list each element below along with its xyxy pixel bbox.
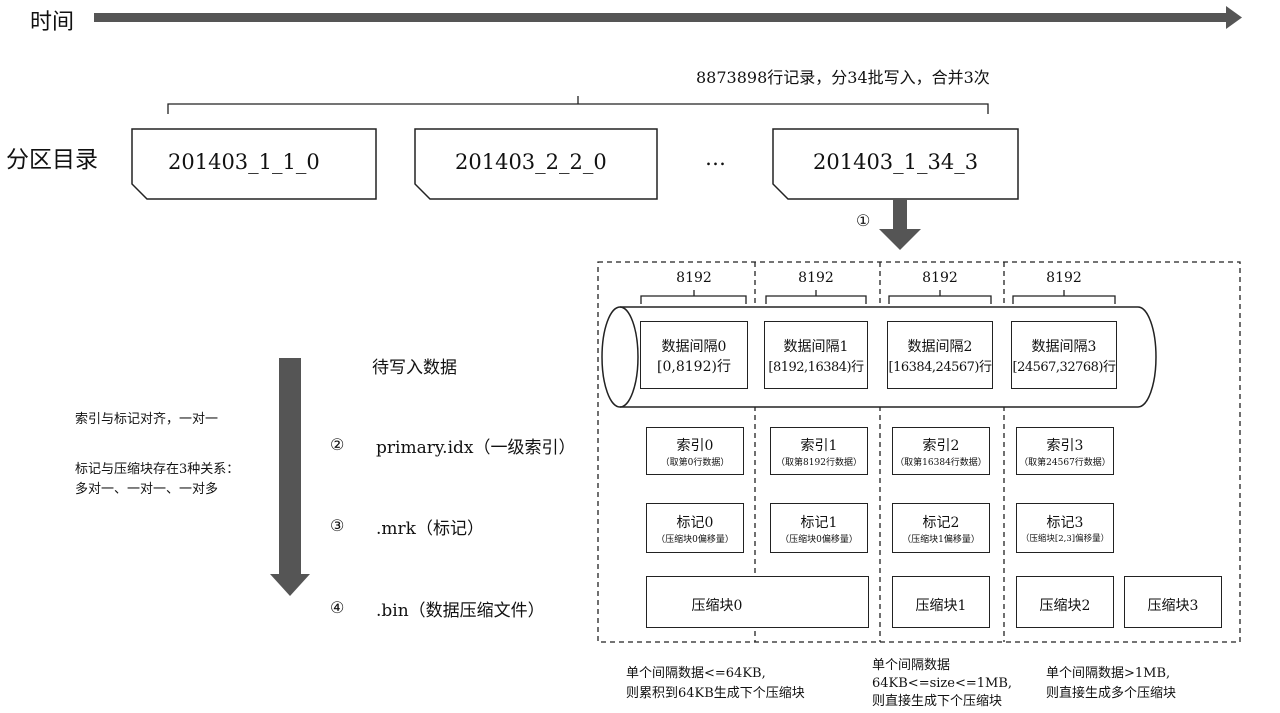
compressed-block-1: 压缩块1 <box>892 576 990 628</box>
down-arrow-step1 <box>879 199 921 250</box>
step-1-marker: ① <box>856 211 871 230</box>
partition-label: 分区目录 <box>6 147 98 173</box>
granule-size-1: 8192 <box>798 270 834 286</box>
row-label-bin: .bin（数据压缩文件） <box>376 601 545 621</box>
index-sub: （取第0行数据） <box>660 458 730 468</box>
mark-title: 标记3 <box>1046 515 1084 531</box>
granule-size-0: 8192 <box>676 270 712 286</box>
granule-title: 数据间隔0 <box>661 339 727 355</box>
mark-box-2: 标记2 （压缩块1偏移量） <box>892 503 990 553</box>
left-note-2: 标记与压缩块存在3种关系： <box>75 462 240 477</box>
bottom-note-3: 单个间隔数据>1MB, 则直接生成多个压缩块 <box>1046 664 1176 704</box>
bottom-note-2: 单个间隔数据 64KB<=size<=1MB, 则直接生成下个压缩块 <box>872 657 1012 711</box>
mark-box-0: 标记0 （压缩块0偏移量） <box>646 503 744 553</box>
compressed-block-3: 压缩块3 <box>1124 576 1222 628</box>
index-title: 索引3 <box>1046 438 1084 454</box>
granule-size-3: 8192 <box>1046 270 1082 286</box>
left-note-1: 索引与标记对齐，一对一 <box>75 412 219 427</box>
granule-size-2: 8192 <box>922 270 958 286</box>
index-box-3: 索引3 （取第24567行数据） <box>1016 427 1114 475</box>
granule-box-1: 数据间隔1 [8192,16384)行 <box>764 321 868 389</box>
mark-sub: （压缩块0偏移量） <box>780 535 858 545</box>
mark-sub: （压缩块1偏移量） <box>902 535 980 545</box>
granule-range: [0,8192)行 <box>657 359 731 375</box>
mark-box-3: 标记3 （压缩块[2,3]偏移量） <box>1016 503 1114 553</box>
partition-2: 201403_2_2_0 <box>455 150 607 174</box>
granule-title: 数据间隔3 <box>1031 339 1097 355</box>
index-box-1: 索引1 （取第8192行数据） <box>770 427 868 475</box>
bottom-note-line: 则直接生成下个压缩块 <box>872 694 1003 709</box>
granule-range: [24567,32768)行 <box>1012 360 1117 375</box>
mark-sub: （压缩块[2,3]偏移量） <box>1020 534 1110 544</box>
block-label: 压缩块1 <box>915 598 967 614</box>
partition-brace <box>167 96 989 114</box>
bottom-note-line: 单个间隔数据<=64KB, <box>626 666 766 681</box>
index-box-2: 索引2 （取第16384行数据） <box>892 427 990 475</box>
bottom-note-line: 则累积到64KB生成下个压缩块 <box>626 686 805 701</box>
compressed-block-0: 压缩块0 <box>646 576 869 628</box>
granule-title: 数据间隔2 <box>907 339 973 355</box>
row-label-mrk: .mrk（标记） <box>376 519 484 539</box>
mark-title: 标记1 <box>800 515 838 531</box>
row-num-4: ④ <box>330 598 345 617</box>
block-label: 压缩块2 <box>1039 598 1091 614</box>
granule-box-0: 数据间隔0 [0,8192)行 <box>640 321 748 389</box>
block-label: 压缩块0 <box>691 598 743 614</box>
pending-data-label: 待写入数据 <box>372 358 457 378</box>
index-sub: （取第8192行数据） <box>776 458 862 468</box>
time-arrow <box>94 6 1242 29</box>
partition-1: 201403_1_1_0 <box>168 150 320 174</box>
dashed-frame <box>597 261 1241 643</box>
mark-title: 标记0 <box>676 515 714 531</box>
bottom-note-line: 单个间隔数据 <box>872 658 951 673</box>
index-title: 索引2 <box>922 438 960 454</box>
index-title: 索引1 <box>800 438 838 454</box>
partition-ellipsis: … <box>705 146 726 170</box>
granule-braces <box>640 290 1116 304</box>
mark-sub: （压缩块0偏移量） <box>656 535 734 545</box>
granule-title: 数据间隔1 <box>783 339 849 355</box>
granule-range: [16384,24567)行 <box>888 360 993 375</box>
index-title: 索引0 <box>676 438 714 454</box>
row-label-primary-idx: primary.idx（一级索引） <box>376 438 576 458</box>
bottom-note-line: 64KB<=size<=1MB, <box>872 676 1013 691</box>
index-sub: （取第16384行数据） <box>895 458 987 468</box>
index-sub: （取第24567行数据） <box>1019 458 1111 468</box>
left-note-3: 多对一、一对一、一对多 <box>75 482 219 497</box>
partition-3: 201403_1_34_3 <box>813 150 979 174</box>
big-down-arrow <box>270 358 310 596</box>
block-label: 压缩块3 <box>1147 598 1199 614</box>
bottom-note-line: 单个间隔数据>1MB, <box>1046 666 1171 681</box>
granule-range: [8192,16384)行 <box>768 360 864 375</box>
mark-box-1: 标记1 （压缩块0偏移量） <box>770 503 868 553</box>
partition-folder-shape <box>131 128 377 200</box>
granule-box-2: 数据间隔2 [16384,24567)行 <box>887 321 993 389</box>
row-num-2: ② <box>330 435 345 454</box>
write-note: 8873898行记录，分34批写入，合并3次 <box>696 68 990 87</box>
bottom-note-1: 单个间隔数据<=64KB, 则累积到64KB生成下个压缩块 <box>626 664 805 704</box>
granule-box-3: 数据间隔3 [24567,32768)行 <box>1011 321 1117 389</box>
row-num-3: ③ <box>330 516 345 535</box>
index-box-0: 索引0 （取第0行数据） <box>646 427 744 475</box>
partition-shapes <box>131 128 1019 200</box>
mark-title: 标记2 <box>922 515 960 531</box>
compressed-block-2: 压缩块2 <box>1016 576 1114 628</box>
partition-folder-shape <box>414 128 658 200</box>
time-label: 时间 <box>30 10 75 35</box>
bottom-note-line: 则直接生成多个压缩块 <box>1046 686 1177 701</box>
